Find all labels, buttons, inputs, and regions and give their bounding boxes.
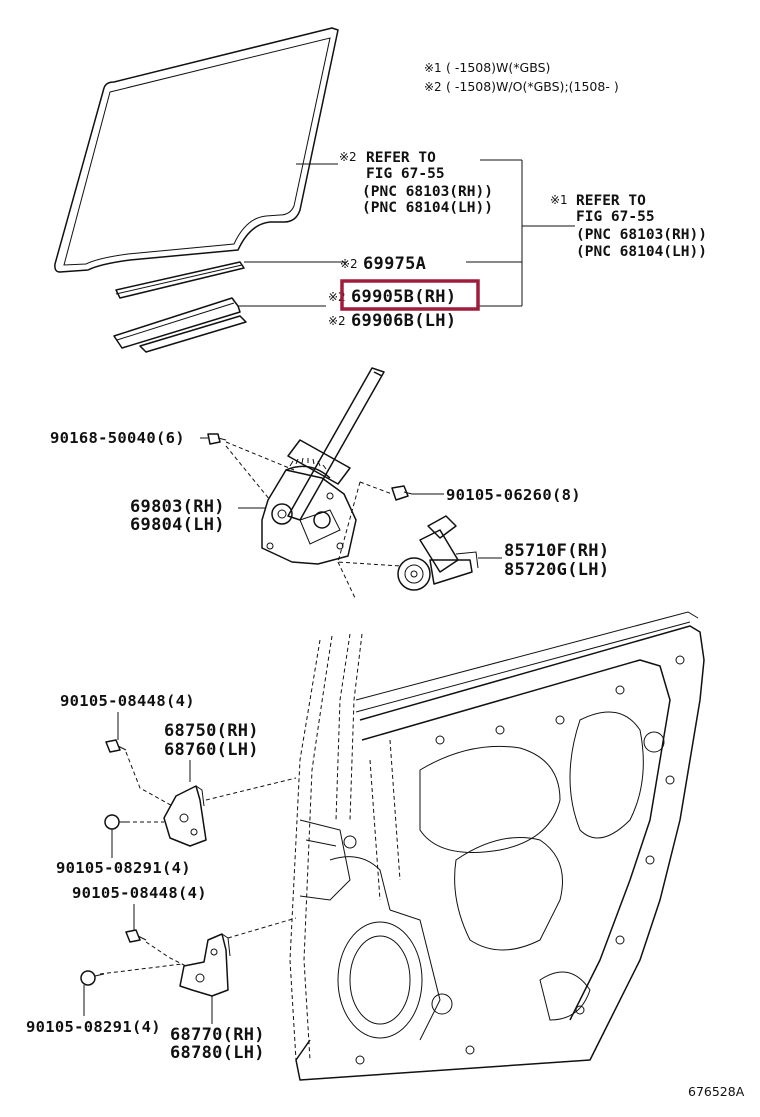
refer-2-line1: REFER TO: [366, 150, 436, 166]
part-68750-label[interactable]: 68750(RH): [164, 721, 259, 741]
part-90168-50040-label[interactable]: 90168-50040(6): [50, 429, 185, 447]
bolt-upper-a-icon[interactable]: [105, 739, 127, 753]
upper-door-hinge[interactable]: [163, 785, 207, 847]
part-69905b-label[interactable]: 69905B(RH): [351, 287, 456, 307]
glass-run-channel-69905b[interactable]: [113, 297, 247, 353]
part-68760-label[interactable]: 68760(LH): [164, 740, 259, 760]
part-69803-label[interactable]: 69803(RH): [130, 497, 225, 517]
door-glass[interactable]: [54, 27, 339, 273]
part-90105-08448-upper-label[interactable]: 90105-08448(4): [60, 692, 195, 710]
note-1-text: ( -1508)W(*GBS): [446, 60, 550, 75]
part-69804-label[interactable]: 69804(LH): [130, 515, 225, 535]
refer-2-line4: (PNC 68104(LH)): [362, 200, 493, 216]
bolt-lower-b-icon[interactable]: [80, 970, 105, 986]
part-90105-06260-label[interactable]: 90105-06260(8): [446, 486, 581, 504]
part-90105-08291-upper-label[interactable]: 90105-08291(4): [56, 859, 191, 877]
part-68770-label[interactable]: 68770(RH): [170, 1025, 265, 1045]
rear-door-shell[interactable]: [289, 611, 705, 1081]
part-85710f-label[interactable]: 85710F(RH): [504, 541, 609, 561]
part-69906b-label[interactable]: 69906B(LH): [351, 311, 456, 331]
part-69975a-mark: ※2: [340, 257, 358, 271]
refer-block-2: ※2 REFER TO FIG 67-55 (PNC 68103(RH)) (P…: [339, 150, 493, 216]
lower-door-hinge[interactable]: [179, 933, 231, 997]
window-regulator[interactable]: [261, 367, 385, 565]
part-85720g-label[interactable]: 85720G(LH): [504, 560, 609, 580]
part-69975a-label[interactable]: 69975A: [363, 254, 426, 274]
diagram-code: 676528A: [688, 1084, 745, 1099]
refer-2-mark: ※2: [339, 150, 357, 164]
bolt-90168-icon[interactable]: [207, 433, 227, 445]
note-2-mark: ※2: [424, 80, 442, 94]
refer-2-line2: FIG 67-55: [366, 166, 445, 182]
bolt-guide-line: [225, 441, 295, 471]
note-1-mark: ※1: [424, 61, 442, 75]
window-motor[interactable]: [397, 515, 479, 591]
part-68780-label[interactable]: 68780(LH): [170, 1043, 265, 1063]
bolt-90105-06260-icon[interactable]: [391, 485, 413, 501]
note-2-text: ( -1508)W/O(*GBS);(1508- ): [446, 79, 619, 94]
highlight-box: [340, 279, 480, 311]
glass-run-channel-69975a[interactable]: [115, 261, 245, 299]
refer-1-line2: FIG 67-55: [576, 209, 655, 225]
part-90105-08448-lower-label[interactable]: 90105-08448(4): [72, 884, 207, 902]
leader-lines-top: [238, 159, 575, 307]
refer-2-line3: (PNC 68103(RH)): [362, 184, 493, 200]
bolt-upper-b-icon[interactable]: [104, 814, 128, 830]
refer-block-1: ※1 REFER TO FIG 67-55 (PNC 68103(RH)) (P…: [550, 193, 707, 260]
part-90105-08291-lower-label[interactable]: 90105-08291(4): [26, 1018, 161, 1036]
bolt-lower-a-icon[interactable]: [125, 929, 147, 943]
refer-1-line4: (PNC 68104(LH)): [576, 244, 707, 260]
refer-1-line1: REFER TO: [576, 193, 646, 209]
refer-1-mark: ※1: [550, 193, 568, 207]
refer-1-line3: (PNC 68103(RH)): [576, 227, 707, 243]
part-69906b-mark: ※2: [328, 314, 346, 328]
